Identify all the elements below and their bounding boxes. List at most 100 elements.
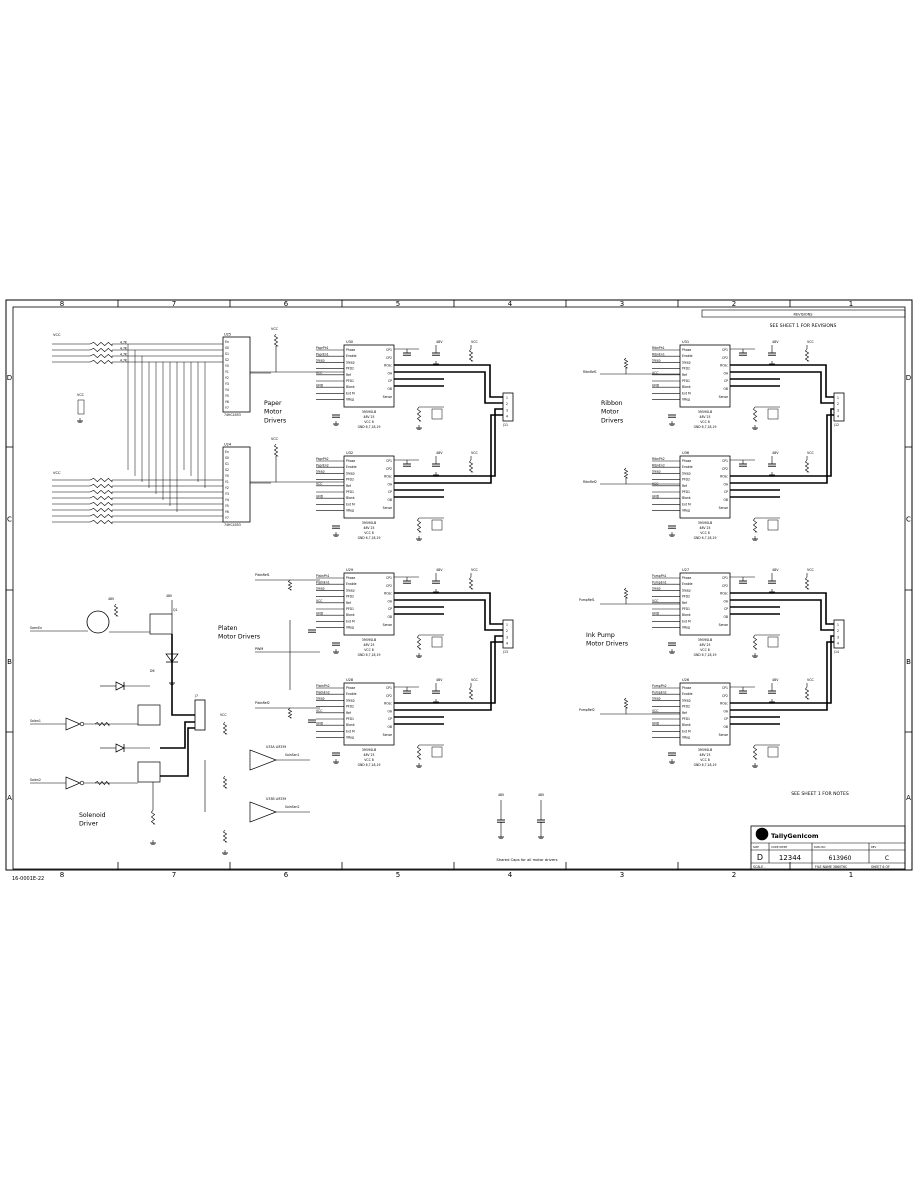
section-title: Paper <box>264 400 282 407</box>
chip-pin-label: CP <box>724 717 728 721</box>
chip-pin-label: VReg <box>682 626 690 630</box>
company-logo <box>755 827 769 841</box>
chip-pin-label: Ext M <box>346 502 355 506</box>
resistor <box>89 360 113 365</box>
net-label: VCC <box>220 713 227 717</box>
resistor <box>416 744 422 760</box>
title-dwg-no: 613960 <box>829 855 852 862</box>
chip-pin-label: OA <box>388 371 393 375</box>
chip-pin-label: Enable <box>346 465 357 469</box>
title-block <box>750 825 906 871</box>
net-label: PlatnPh2 <box>316 684 330 688</box>
chip-part: 3959SLB <box>698 638 713 642</box>
chip-pin-label: Y6 <box>225 400 229 404</box>
connector <box>502 392 514 422</box>
connector-ref: J14 <box>833 650 839 654</box>
resistor <box>623 587 629 599</box>
section-title: Drivers <box>601 417 623 424</box>
net-label: Sleep <box>652 470 661 474</box>
chip-pin-label: Blank <box>682 385 691 389</box>
chip-pin-label: Y5 <box>225 394 229 398</box>
chip-part: 3959SLB <box>362 638 377 642</box>
chip-pin-label: ROsc <box>720 364 728 368</box>
chip-pin-label: Sleep <box>346 471 355 475</box>
chip-pin-label: Ref <box>682 711 688 715</box>
chip-pin-label: PFD1 <box>682 490 690 494</box>
resistor <box>150 809 156 825</box>
chip-part: 3959SLB <box>362 410 377 414</box>
resistor <box>222 829 228 843</box>
net-label: PumpPh2 <box>652 684 667 688</box>
chip-pin-label: OB <box>387 725 392 729</box>
zone-col-label: 4 <box>508 300 513 308</box>
solenoid-bus <box>171 700 195 716</box>
chip-pin-label: OA <box>388 709 393 713</box>
chip-pin-label: Y1 <box>225 370 229 374</box>
chip-power: 48V 25 <box>700 415 711 419</box>
motor-bus <box>444 592 503 625</box>
chip-pin-label: VReg <box>682 509 690 513</box>
resistor-value: 4.7K <box>120 358 128 362</box>
net-label: 48V <box>436 568 443 572</box>
net-label: RibnEn1 <box>652 352 665 356</box>
net-label: PlatnRef1 <box>255 573 270 577</box>
chip-pin-label: S0 <box>225 456 229 460</box>
resistor <box>89 484 113 489</box>
chip-ref: U33B LM339 <box>266 797 286 801</box>
net-label: PumpPh1 <box>652 574 667 578</box>
chip-pin-label: VReg <box>346 509 354 513</box>
chip-pin-label: PFD2 <box>682 367 690 371</box>
driver-chip <box>343 455 395 519</box>
chip-power: VCC 8 <box>700 531 709 535</box>
chip-pin-label: PFD1 <box>682 607 690 611</box>
zone-row-label: C <box>906 516 911 524</box>
chip-power: 48V 25 <box>700 643 711 647</box>
net-label: VCC <box>652 371 658 375</box>
chip-pin-label: Y0 <box>225 474 229 478</box>
chip-pin-label: OB <box>723 725 728 729</box>
chip-pin-label: Sense <box>719 506 728 510</box>
chip-pin-label: S1 <box>225 462 229 466</box>
title-field-label: REV <box>871 845 876 849</box>
resistor <box>94 721 110 727</box>
chip-pin-label: CP2 <box>386 356 392 360</box>
resistor <box>623 697 629 709</box>
chip-pin-label: Ref <box>682 601 688 605</box>
chip-pin-label: Ref <box>346 601 352 605</box>
chip-power: GND 6,7,18,19 <box>358 763 381 767</box>
chip-ref: U26 <box>682 678 690 682</box>
net-label: GND <box>316 721 324 725</box>
chip-pin-label: ROsc <box>384 364 392 368</box>
driver-chip <box>679 455 731 519</box>
motor-bus <box>780 371 834 404</box>
resistor <box>804 348 810 362</box>
section-title: Solenoid <box>79 812 106 819</box>
motor-bus <box>444 599 503 631</box>
zone-col-label: 1 <box>849 300 853 308</box>
chip-pin-label: Blank <box>346 496 355 500</box>
connector-pin: 1 <box>506 396 508 400</box>
net-label: GND <box>652 721 660 725</box>
chip-pin-label: CP <box>388 607 392 611</box>
chip-pin-label: CP1 <box>386 576 392 580</box>
inner-border <box>12 306 906 870</box>
sense-cap <box>431 746 443 758</box>
sense-cap <box>431 636 443 648</box>
chip-pin-label: PFD1 <box>346 379 354 383</box>
chip-pin-label: Enable <box>346 354 357 358</box>
chip-power: GND 6,7,18,19 <box>694 425 717 429</box>
connector-pin: 4 <box>837 415 839 419</box>
chip-pin-label: CP1 <box>722 576 728 580</box>
resistor <box>752 406 758 422</box>
net-label: VCC <box>316 482 322 486</box>
chip-part: 3959SLB <box>698 410 713 414</box>
chip-pin-label: CP1 <box>722 686 728 690</box>
net-label: PaprEn2 <box>316 463 329 467</box>
zone-col-label: 8 <box>60 871 64 879</box>
chip-power: 48V 25 <box>364 643 375 647</box>
sense-cap <box>767 408 779 420</box>
chip-pin-label: PFD1 <box>346 607 354 611</box>
zone-col-label: 4 <box>508 871 513 879</box>
connector-ref: J11 <box>502 423 508 427</box>
